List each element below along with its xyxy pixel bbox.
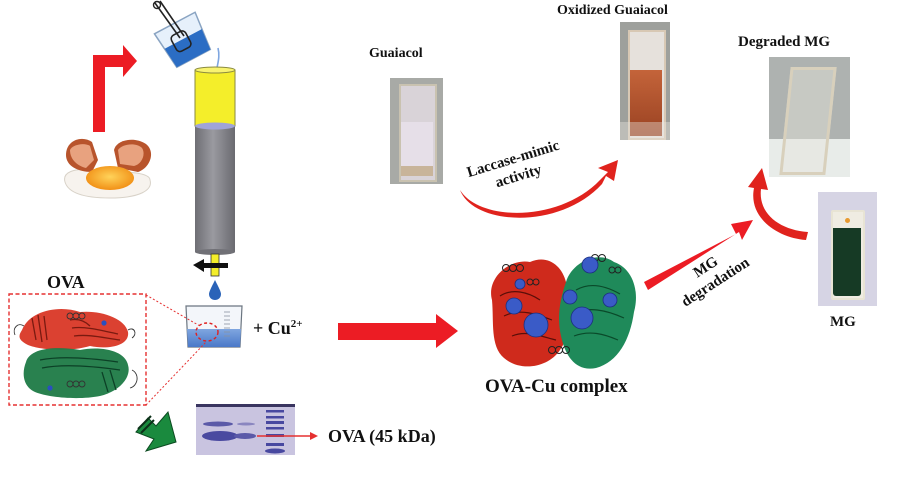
oxidized-guaiacol-label: Oxidized Guaiacol <box>557 3 668 18</box>
cu-charge: 2+ <box>290 318 303 330</box>
column-icon <box>193 66 236 300</box>
collection-beaker-icon <box>185 305 243 348</box>
sds-page-gel <box>196 404 318 455</box>
oxidized-guaiacol-cuvette-photo <box>620 22 670 140</box>
cu-ion-label: + Cu2+ <box>253 318 303 339</box>
mg-return-arrow-icon <box>748 168 808 240</box>
ova-band-label: OVA (45 kDa) <box>328 426 436 446</box>
guaiacol-cuvette-photo <box>390 78 443 184</box>
zoom-guide-lines <box>145 294 207 406</box>
main-arrow-icon <box>338 314 458 348</box>
degraded-mg-label: Degraded MG <box>738 34 831 50</box>
cu-prefix: + Cu <box>253 318 291 338</box>
egg-icon <box>64 138 152 199</box>
pouring-beaker-icon <box>152 0 220 69</box>
ova-cu-complex-icon <box>491 254 636 369</box>
mg-degradation-arrow-icon <box>644 220 753 290</box>
green-arrow-icon <box>135 410 177 452</box>
mg-label: MG <box>830 314 856 330</box>
ova-structure-icon <box>8 293 147 406</box>
ova-cu-complex-label: OVA-Cu complex <box>485 376 628 397</box>
degraded-mg-cuvette-photo <box>769 57 850 177</box>
guaiacol-label: Guaiacol <box>369 46 423 61</box>
mg-cuvette-photo <box>818 192 877 306</box>
elbow-arrow-icon <box>93 45 137 132</box>
ova-label: OVA <box>47 272 85 292</box>
